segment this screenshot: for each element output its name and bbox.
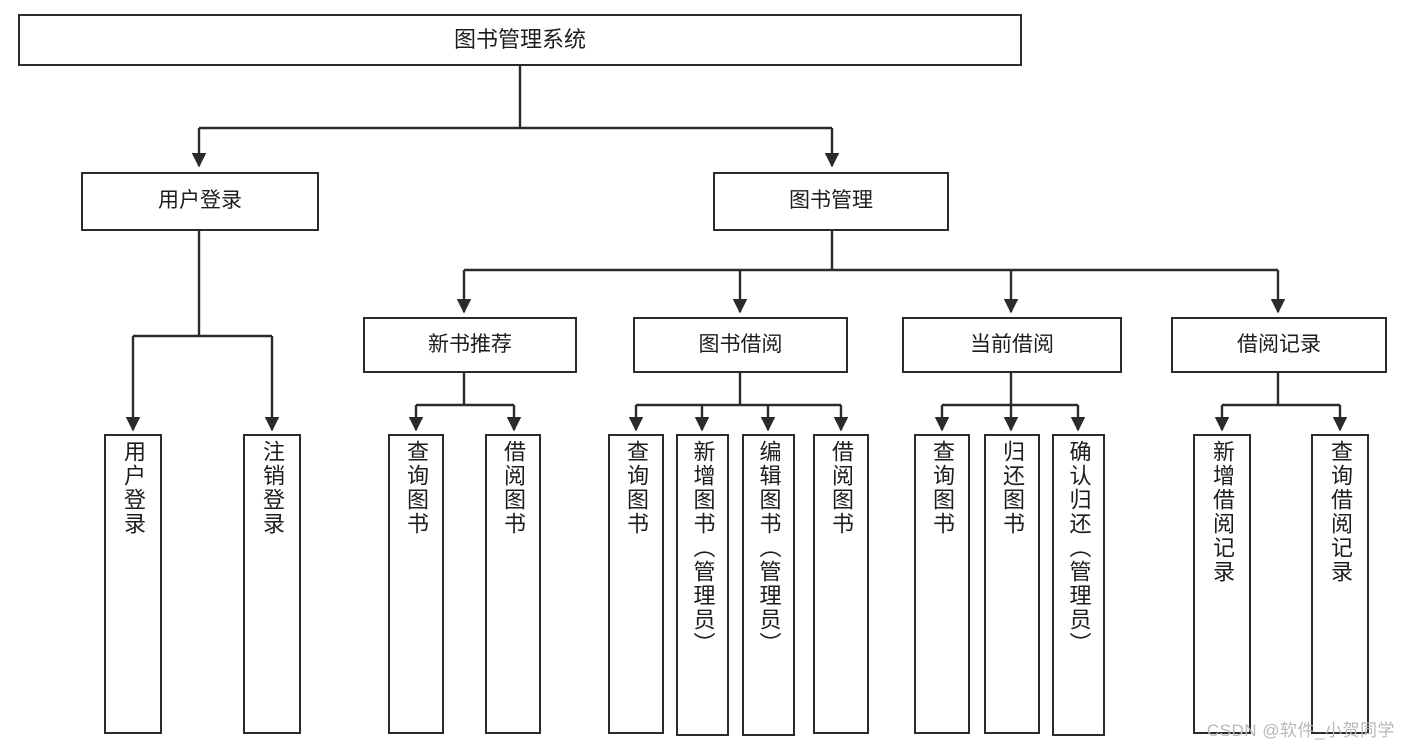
node-leaf-confirm-return-admin-label: 确认归还（管理员） (1066, 440, 1092, 656)
node-leaf-borrow-book-1[interactable]: 借阅图书 (485, 434, 541, 734)
node-leaf-add-book-admin[interactable]: 新增图书（管理员） (676, 434, 729, 736)
node-book-management[interactable]: 图书管理 (713, 172, 949, 231)
node-user-login-label: 用户登录 (158, 189, 242, 213)
node-new-book-recommend-label: 新书推荐 (428, 332, 512, 356)
node-book-borrow-label: 图书借阅 (698, 332, 783, 356)
node-leaf-confirm-return-admin[interactable]: 确认归还（管理员） (1052, 434, 1105, 736)
node-leaf-borrow-book-2-label: 借阅图书 (829, 440, 854, 536)
node-leaf-edit-book-admin[interactable]: 编辑图书（管理员） (742, 434, 795, 736)
node-leaf-user-login[interactable]: 用户登录 (104, 434, 162, 734)
node-leaf-query-book-1[interactable]: 查询图书 (388, 434, 444, 734)
node-root-label: 图书管理系统 (453, 27, 586, 53)
node-leaf-query-borrow-record-label: 查询借阅记录 (1328, 440, 1353, 584)
node-book-borrow[interactable]: 图书借阅 (633, 317, 848, 373)
node-current-borrow-label: 当前借阅 (970, 332, 1054, 356)
node-leaf-logout-label: 注销登录 (260, 440, 285, 536)
node-leaf-return-book-label: 归还图书 (1000, 440, 1025, 536)
node-leaf-query-book-3[interactable]: 查询图书 (914, 434, 970, 734)
node-leaf-query-book-3-label: 查询图书 (930, 440, 955, 536)
watermark: CSDN @软件_小贺同学 (1206, 721, 1395, 740)
node-leaf-return-book[interactable]: 归还图书 (984, 434, 1040, 734)
node-leaf-query-book-1-label: 查询图书 (404, 440, 429, 536)
node-leaf-query-book-2-label: 查询图书 (624, 440, 649, 536)
node-root[interactable]: 图书管理系统 (18, 14, 1022, 66)
node-leaf-add-book-admin-label: 新增图书（管理员） (690, 440, 716, 656)
node-current-borrow[interactable]: 当前借阅 (902, 317, 1122, 373)
node-leaf-query-borrow-record[interactable]: 查询借阅记录 (1311, 434, 1369, 734)
node-leaf-add-borrow-record[interactable]: 新增借阅记录 (1193, 434, 1251, 734)
node-borrow-record[interactable]: 借阅记录 (1171, 317, 1387, 373)
node-leaf-edit-book-admin-label: 编辑图书（管理员） (756, 440, 782, 656)
node-leaf-user-login-label: 用户登录 (121, 440, 146, 536)
node-leaf-query-book-2[interactable]: 查询图书 (608, 434, 664, 734)
node-leaf-borrow-book-1-label: 借阅图书 (501, 440, 526, 536)
node-user-login[interactable]: 用户登录 (81, 172, 319, 231)
node-book-management-label: 图书管理 (789, 189, 873, 213)
node-new-book-recommend[interactable]: 新书推荐 (363, 317, 577, 373)
node-leaf-borrow-book-2[interactable]: 借阅图书 (813, 434, 869, 734)
node-leaf-logout[interactable]: 注销登录 (243, 434, 301, 734)
node-leaf-add-borrow-record-label: 新增借阅记录 (1210, 440, 1235, 584)
node-borrow-record-label: 借阅记录 (1237, 332, 1321, 356)
